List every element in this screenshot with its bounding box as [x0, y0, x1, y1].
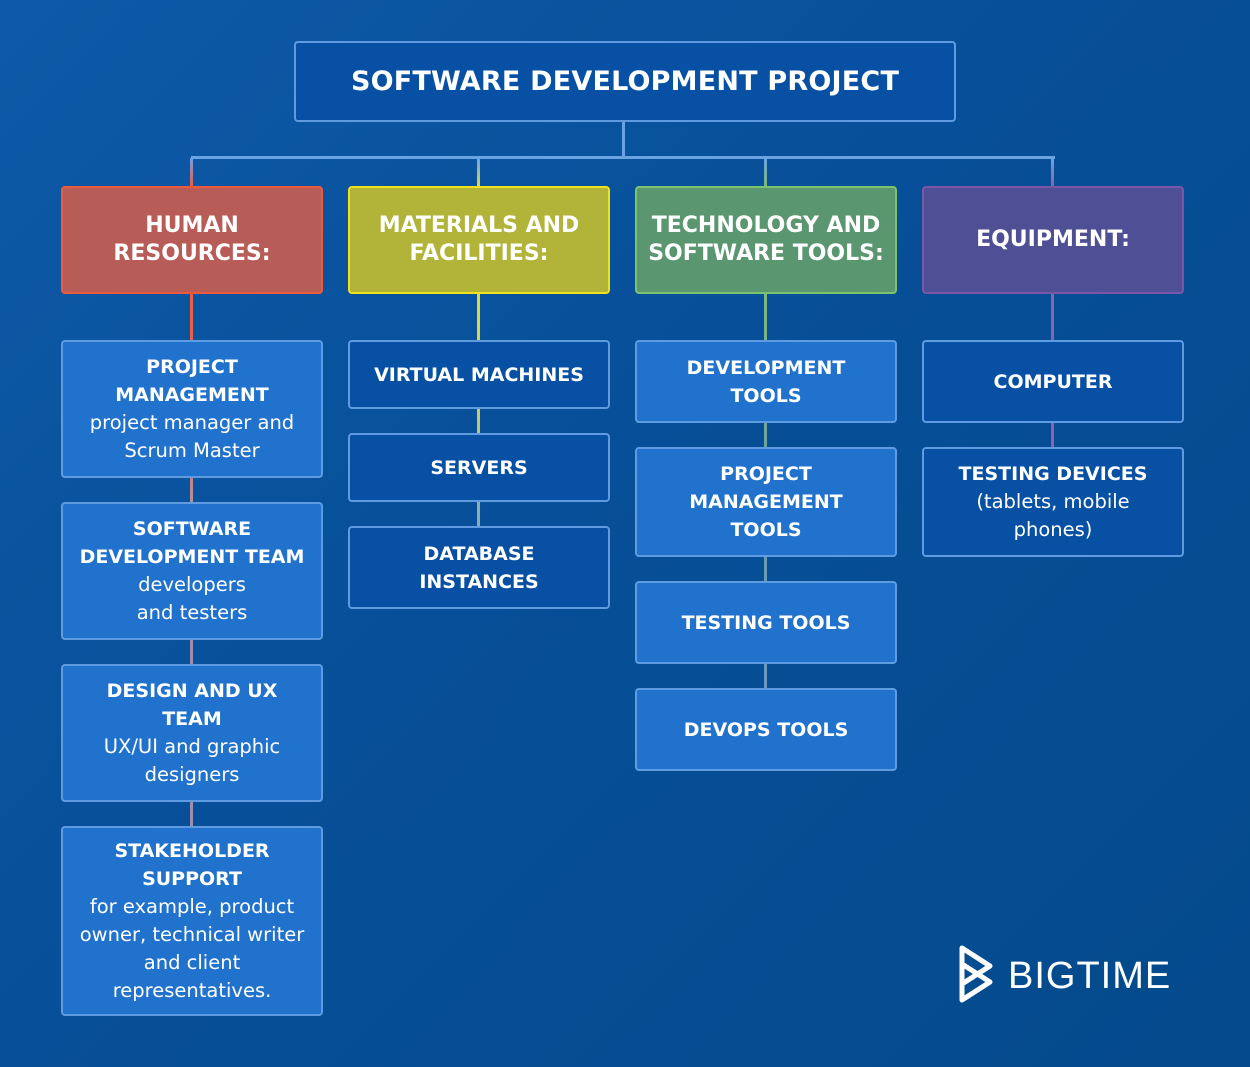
connector-root-stem	[622, 122, 625, 158]
item-description: UX/UI and graphic designers	[103, 735, 281, 786]
bigtime-play-icon	[956, 944, 996, 1008]
item-title: TESTING TOOLS	[681, 611, 851, 634]
connector-mf-drop	[477, 158, 480, 186]
item-title: PROJECT MANAGEMENT	[115, 356, 269, 406]
root-node: SOFTWARE DEVELOPMENT PROJECT	[294, 41, 956, 122]
logo-text: BIGTIME	[1008, 954, 1172, 997]
item-project-management: PROJECT MANAGEMENT project manager and S…	[61, 340, 323, 478]
item-title: COMPUTER	[993, 370, 1113, 393]
item-title: SERVERS	[430, 456, 528, 479]
item-title: VIRTUAL MACHINES	[374, 363, 584, 386]
item-title: DESIGN AND UX TEAM	[106, 680, 278, 730]
connector-hr-drop	[190, 158, 193, 186]
item-development-tools: DEVELOPMENT TOOLS	[635, 340, 897, 423]
category-label: EQUIPMENT:	[976, 227, 1130, 252]
item-software-development-team: SOFTWARE DEVELOPMENT TEAM developers and…	[61, 502, 323, 640]
item-design-ux-team: DESIGN AND UX TEAM UX/UI and graphic des…	[61, 664, 323, 802]
item-title: SOFTWARE DEVELOPMENT TEAM	[79, 518, 305, 568]
item-description: (tablets, mobile phones)	[976, 490, 1130, 541]
item-testing-tools: TESTING TOOLS	[635, 581, 897, 664]
category-label: HUMAN RESOURCES:	[113, 213, 271, 266]
item-testing-devices: TESTING DEVICES (tablets, mobile phones)	[922, 447, 1184, 557]
item-description: for example, product owner, technical wr…	[79, 895, 305, 1002]
item-title: DEVOPS TOOLS	[683, 718, 849, 741]
item-virtual-machines: VIRTUAL MACHINES	[348, 340, 610, 409]
category-label: TECHNOLOGY AND SOFTWARE TOOLS:	[648, 213, 884, 266]
connector-mf-column	[477, 294, 480, 528]
item-stakeholder-support: STAKEHOLDER SUPPORT for example, product…	[61, 826, 323, 1016]
category-materials-facilities: MATERIALS AND FACILITIES:	[348, 186, 610, 294]
item-title: DEVELOPMENT TOOLS	[686, 356, 846, 407]
item-description: project manager and Scrum Master	[89, 411, 295, 462]
item-description: developers and testers	[136, 573, 248, 624]
category-label: MATERIALS AND FACILITIES:	[378, 213, 580, 266]
item-devops-tools: DEVOPS TOOLS	[635, 688, 897, 771]
connector-tech-drop	[764, 158, 767, 186]
item-servers: SERVERS	[348, 433, 610, 502]
item-title: TESTING DEVICES	[958, 463, 1148, 485]
item-database-instances: DATABASE INSTANCES	[348, 526, 610, 609]
item-title: PROJECT MANAGEMENT TOOLS	[689, 463, 843, 541]
category-equipment: EQUIPMENT:	[922, 186, 1184, 294]
item-project-management-tools: PROJECT MANAGEMENT TOOLS	[635, 447, 897, 557]
connector-horizontal-bar	[191, 156, 1055, 159]
bigtime-logo: BIGTIME	[956, 944, 1171, 1008]
category-technology-software-tools: TECHNOLOGY AND SOFTWARE TOOLS:	[635, 186, 897, 294]
item-title: STAKEHOLDER SUPPORT	[114, 840, 270, 890]
connector-equip-drop	[1051, 158, 1054, 186]
root-title: SOFTWARE DEVELOPMENT PROJECT	[350, 66, 900, 97]
item-computer: COMPUTER	[922, 340, 1184, 423]
category-human-resources: HUMAN RESOURCES:	[61, 186, 323, 294]
item-title: DATABASE INSTANCES	[419, 542, 539, 593]
